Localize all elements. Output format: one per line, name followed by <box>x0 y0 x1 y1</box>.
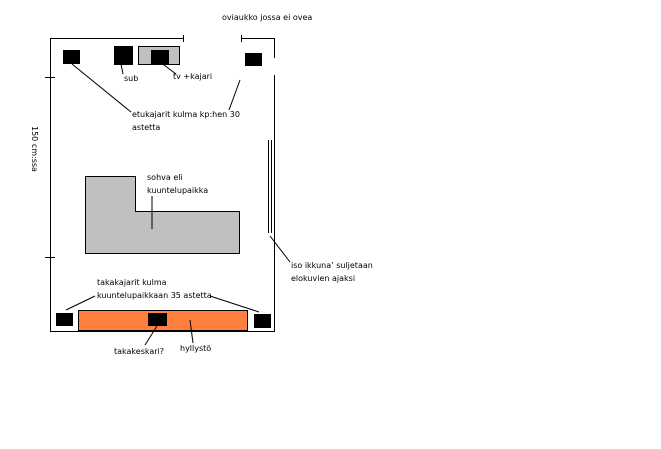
rear-left-speaker <box>56 313 73 326</box>
front-speakers-label-1: etukajarit kulma kp:hen 30 <box>132 110 240 119</box>
rear-right-speaker <box>254 314 271 328</box>
speakers <box>56 46 271 328</box>
leader-rear-center <box>144 325 158 346</box>
rear-center-label: takakeskari? <box>114 347 164 356</box>
window-label-1: iso ikkuna’ suljetaan <box>291 261 373 270</box>
tv-speaker-label: tv +kajari <box>173 72 212 81</box>
rear-speakers-label-2: kuuntelupaikkaan 35 astetta <box>97 291 212 300</box>
room-walls <box>45 35 275 332</box>
sofa-label-1: sohva eli <box>147 173 183 182</box>
leader-lines <box>65 61 291 346</box>
center-speaker <box>151 50 169 64</box>
leader-window <box>269 235 291 263</box>
front-speakers-label-2: astetta <box>132 123 160 132</box>
sofa <box>85 176 240 254</box>
leader-rear-right <box>209 295 260 313</box>
front-right-speaker <box>245 53 262 66</box>
sofa-label-2: kuuntelupaikka <box>147 186 208 195</box>
leader-sub <box>120 63 124 75</box>
side-dimension-label: 150 cm:ssa <box>30 126 39 172</box>
leader-front-left <box>71 63 132 113</box>
subwoofer <box>114 46 133 65</box>
front-left-speaker <box>63 50 80 64</box>
leader-tv <box>159 61 177 75</box>
leader-rear-left <box>65 295 96 311</box>
rear-center-speaker <box>148 313 167 326</box>
leader-front-right <box>228 79 241 111</box>
leader-shelf <box>189 319 194 344</box>
sub-label: sub <box>124 74 138 83</box>
door-label: oviaukko jossa ei ovea <box>222 13 312 22</box>
shelf-label: hyllystö <box>180 344 211 353</box>
rear-speakers-label-1: takakajarit kulma <box>97 278 167 287</box>
window-label-2: elokuvien ajaksi <box>291 274 355 283</box>
